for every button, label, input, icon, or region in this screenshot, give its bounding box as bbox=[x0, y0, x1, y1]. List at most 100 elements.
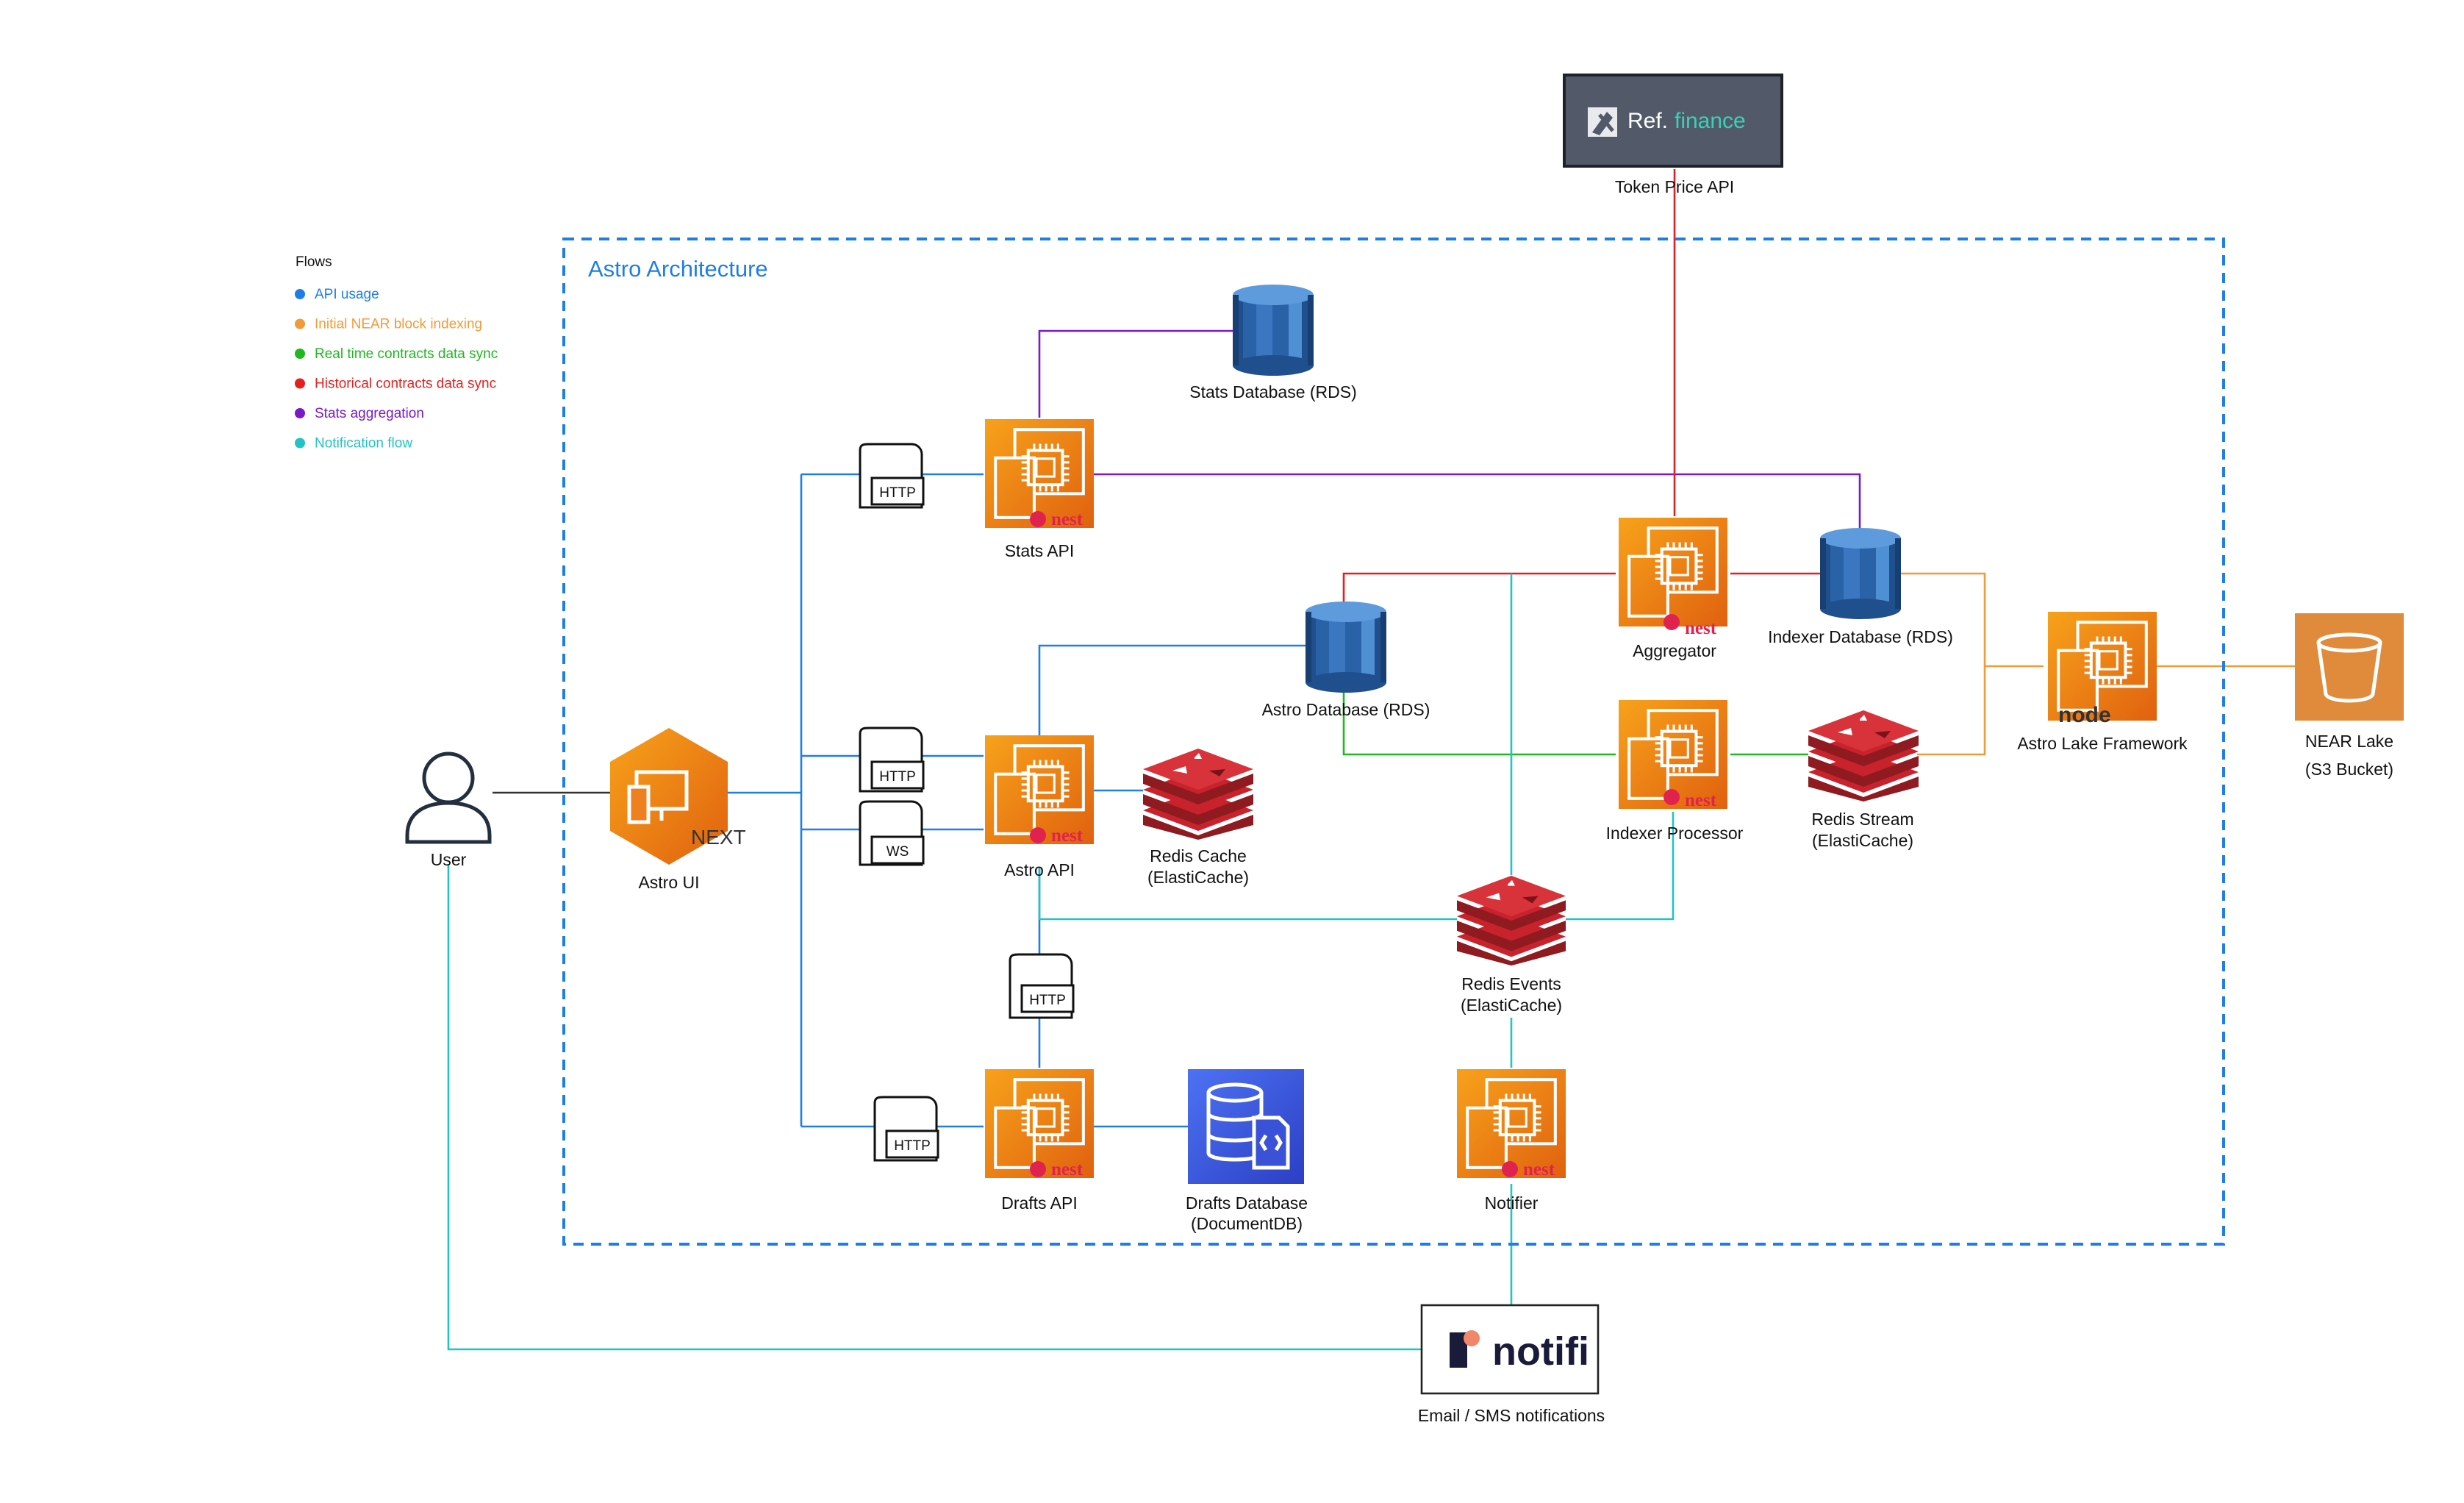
notifi-icon bbox=[1450, 1330, 1480, 1368]
stats-db-label: Stats Database (RDS) bbox=[1189, 382, 1357, 401]
drafts-db-label-line1: Drafts Database bbox=[1186, 1193, 1308, 1213]
nest-logo: nest bbox=[1663, 614, 1717, 638]
legend-title: Flows bbox=[296, 254, 332, 270]
svg-text:HTTP: HTTP bbox=[1029, 993, 1066, 1008]
amplify-icon bbox=[610, 728, 728, 865]
aggregator-label: Aggregator bbox=[1633, 641, 1716, 660]
edge-stats-api-stats-db bbox=[1038, 329, 1233, 418]
architecture-title: Astro Architecture bbox=[588, 256, 768, 282]
edge-redis-stream-lake bbox=[1917, 666, 1986, 756]
protocol-badge-stats-http: HTTP bbox=[859, 443, 925, 509]
legend-label: Stats aggregation bbox=[315, 406, 424, 421]
ref-finance-icon bbox=[1588, 107, 1617, 137]
redis-stream-label-line2: (ElastiCache) bbox=[1812, 831, 1913, 850]
redis-stream-label-line1: Redis Stream bbox=[1811, 810, 1913, 829]
rds-icon bbox=[1233, 285, 1314, 376]
svg-text:WS: WS bbox=[887, 844, 909, 860]
legend-label: Initial NEAR block indexing bbox=[315, 317, 482, 332]
protocol-badge-astro-drafts-http: HTTP bbox=[1009, 953, 1075, 1019]
user-icon bbox=[405, 752, 492, 844]
edge-astro-ui-api-bus bbox=[728, 474, 803, 1127]
rds-icon bbox=[1820, 528, 1901, 619]
devices-icon bbox=[627, 770, 689, 824]
redis-events-label-line1: Redis Events bbox=[1461, 974, 1561, 993]
edge-user-notifi bbox=[447, 864, 1422, 1351]
redis-icon bbox=[1457, 875, 1566, 966]
svg-text:nest: nest bbox=[1685, 790, 1717, 810]
legend-item: API usage bbox=[295, 287, 379, 302]
astro-ui-node: NEXT Astro UI bbox=[610, 728, 746, 892]
redis-events-node: Redis Events (ElastiCache) bbox=[1457, 875, 1566, 1015]
astro-db-label: Astro Database (RDS) bbox=[1262, 700, 1430, 719]
near-lake-label-line1: NEAR Lake bbox=[2305, 732, 2393, 751]
drafts-db-node: Drafts Database (DocumentDB) bbox=[1186, 1069, 1308, 1233]
svg-text:nest: nest bbox=[1523, 1160, 1555, 1179]
edge-indexer-db-lake bbox=[1901, 572, 2044, 668]
legend-label: Real time contracts data sync bbox=[315, 346, 498, 362]
protocol-badge-astro-ws: WS bbox=[859, 800, 925, 866]
node-js-logo: node bbox=[2058, 703, 2111, 727]
legend-dot bbox=[295, 378, 305, 389]
legend-dot bbox=[295, 438, 305, 449]
notifi-logo: notifi bbox=[1492, 1329, 1589, 1374]
token-price-api-label: Token Price API bbox=[1615, 177, 1734, 196]
edge-aggregator-astro-db bbox=[1342, 572, 1616, 603]
redis-icon bbox=[1143, 749, 1253, 840]
astro-db-node: Astro Database (RDS) bbox=[1262, 601, 1430, 719]
user-label: User bbox=[431, 850, 467, 869]
legend-item: Notification flow bbox=[295, 436, 412, 451]
connectors bbox=[447, 169, 2295, 1351]
notifi-node: notifi Email / SMS notifications bbox=[1418, 1304, 1605, 1425]
astro-lake-framework-node: node Astro Lake Framework bbox=[2017, 612, 2188, 753]
token-price-api: Ref. finance Token Price API bbox=[1563, 74, 1783, 196]
notifi-label: Email / SMS notifications bbox=[1418, 1406, 1605, 1425]
stats-api-label: Stats API bbox=[1005, 541, 1075, 560]
astro-lake-framework-label: Astro Lake Framework bbox=[2017, 734, 2188, 753]
legend-item: Real time contracts data sync bbox=[295, 346, 498, 362]
notifier-node: nest Notifier bbox=[1457, 1069, 1566, 1213]
legend-dot bbox=[295, 408, 305, 418]
legend-dot bbox=[295, 318, 305, 329]
nest-logo: nest bbox=[1030, 1160, 1084, 1179]
redis-icon bbox=[1808, 710, 1919, 802]
next-logo: NEXT bbox=[691, 826, 746, 849]
protocol-badge-astro-http: HTTP bbox=[859, 726, 925, 793]
ec2-chip-icon bbox=[1619, 518, 1727, 626]
edge-stats-api-indexer-db bbox=[1094, 473, 1861, 531]
svg-text:HTTP: HTTP bbox=[879, 485, 916, 501]
redis-cache-node: Redis Cache (ElastiCache) bbox=[1143, 749, 1253, 887]
ref-finance-logo-accent: finance bbox=[1675, 109, 1746, 133]
svg-text:HTTP: HTTP bbox=[879, 769, 916, 785]
edge-indexer-processor-astro-db bbox=[1342, 691, 1616, 756]
redis-cache-label-line2: (ElastiCache) bbox=[1147, 868, 1249, 887]
nest-logo: nest bbox=[1502, 1160, 1555, 1179]
redis-stream-node: Redis Stream (ElastiCache) bbox=[1808, 710, 1919, 850]
s3-bucket-icon bbox=[2295, 613, 2404, 721]
nest-logo: nest bbox=[1030, 510, 1084, 529]
edge-indexer-processor-redis-events bbox=[1566, 812, 1675, 921]
drafts-api-label: Drafts API bbox=[1001, 1193, 1078, 1213]
near-lake-node: NEAR Lake (S3 Bucket) bbox=[2295, 613, 2404, 779]
edge-astro-api-astro-db bbox=[1038, 644, 1306, 735]
indexer-db-node: Indexer Database (RDS) bbox=[1768, 528, 1953, 646]
ref-finance-logo-main: Ref. bbox=[1627, 109, 1668, 133]
near-lake-label-line2: (S3 Bucket) bbox=[2305, 760, 2393, 779]
aggregator-node: nest Aggregator bbox=[1619, 518, 1727, 660]
astro-api-node: nest Astro API bbox=[985, 735, 1094, 879]
indexer-processor-node: nest Indexer Processor bbox=[1606, 700, 1744, 843]
legend-label: API usage bbox=[315, 287, 379, 302]
svg-text:nest: nest bbox=[1685, 618, 1717, 638]
redis-cache-label-line1: Redis Cache bbox=[1150, 846, 1247, 865]
legend-item: Stats aggregation bbox=[295, 406, 424, 421]
notifier-label: Notifier bbox=[1485, 1193, 1539, 1213]
stats-api-node: nest Stats API bbox=[985, 419, 1094, 560]
legend-label: Historical contracts data sync bbox=[315, 376, 496, 392]
legend-dot bbox=[295, 349, 305, 359]
legend-dot bbox=[295, 289, 305, 299]
edge-astro-api-redis-events bbox=[1038, 868, 1457, 921]
nest-logo: nest bbox=[1030, 826, 1084, 846]
rds-icon bbox=[1306, 601, 1386, 693]
drafts-api-node: nest Drafts API bbox=[985, 1069, 1094, 1213]
